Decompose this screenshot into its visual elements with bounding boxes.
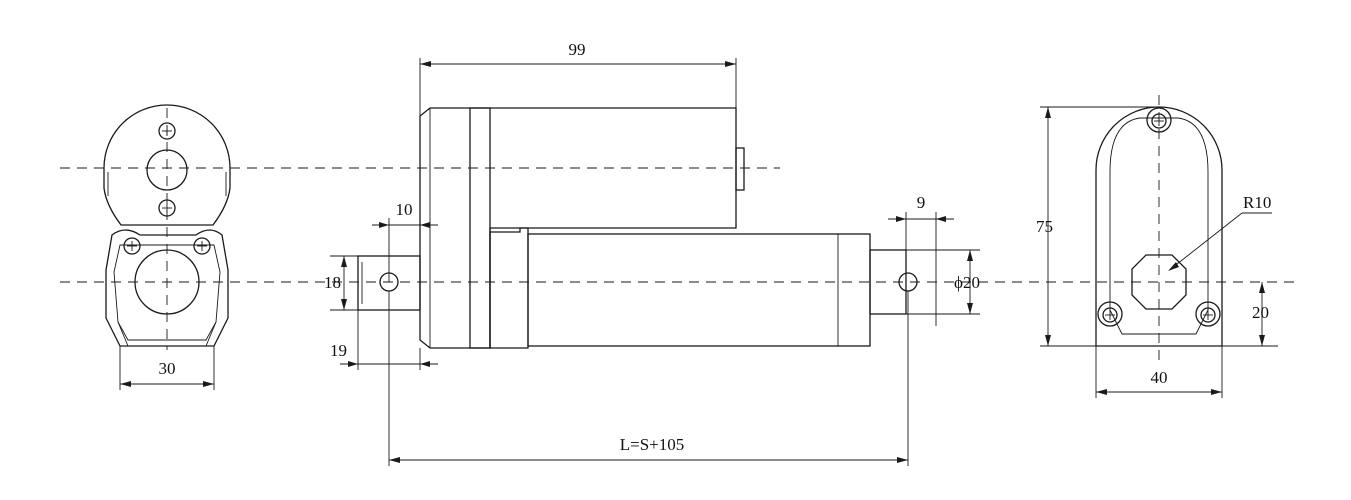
dim-19-arrow-left	[348, 361, 358, 367]
dim-10-arrow-right	[420, 222, 430, 228]
dim-75-label: 75	[1036, 217, 1053, 236]
dim-20-label: 20	[1252, 303, 1269, 322]
motor-end-cap	[735, 147, 745, 191]
dim-19-label: 19	[330, 341, 347, 360]
left-view-motor-shaft-circle	[146, 149, 188, 191]
dim-30-label: 30	[159, 359, 176, 378]
left-view-mid-screw-icon	[158, 199, 176, 217]
dim-19-arrow-right	[420, 361, 430, 367]
gear-cover	[489, 227, 529, 349]
dim-l-label: L=S+105	[620, 435, 685, 454]
left-view-gearbox-body	[105, 229, 229, 347]
left-end-view: 30	[103, 104, 231, 390]
front-view: 99 10 18 19 9 ϕ20 L=	[324, 40, 980, 466]
outer-tube	[527, 233, 871, 347]
dim-r10-leader	[1171, 212, 1243, 269]
dim-10-label: 10	[396, 200, 413, 219]
dim-18-label: 18	[324, 273, 341, 292]
left-view-gearbox-inner	[113, 244, 221, 341]
dim-9-label: 9	[917, 193, 926, 212]
right-view-outer-profile	[1095, 106, 1223, 347]
inner-rod	[869, 249, 907, 315]
dim-40-label: 40	[1151, 368, 1168, 387]
right-view-right-screw-icon	[1195, 301, 1221, 327]
dim-99-label: 99	[569, 40, 586, 59]
right-end-view: R10 75 20 40	[1036, 106, 1278, 398]
dim-9-arrow-left	[896, 216, 906, 222]
left-view-left-screw-icon	[123, 237, 141, 255]
left-view-top-screw-icon	[158, 122, 176, 140]
motor-body	[419, 107, 737, 349]
left-view-right-screw-icon	[193, 237, 211, 255]
left-view-chamfer-left	[117, 321, 129, 347]
left-view-motor-housing	[103, 104, 231, 226]
dim-9-arrow-right	[936, 216, 946, 222]
right-view-inner-profile	[1109, 117, 1209, 335]
gearbox-band	[469, 107, 491, 349]
right-view-top-screw-icon	[1146, 107, 1172, 133]
right-view-octagon-hub	[1131, 254, 1187, 310]
dim-r10-label: R10	[1243, 193, 1271, 212]
left-view-chamfer-right	[205, 321, 217, 347]
left-view-rod-circle	[134, 249, 200, 315]
right-view-left-screw-icon	[1097, 301, 1123, 327]
dim-10-arrow-left	[379, 222, 389, 228]
dim-r10-arrow	[1168, 262, 1179, 271]
dim-phi20-label: ϕ20	[954, 273, 980, 292]
